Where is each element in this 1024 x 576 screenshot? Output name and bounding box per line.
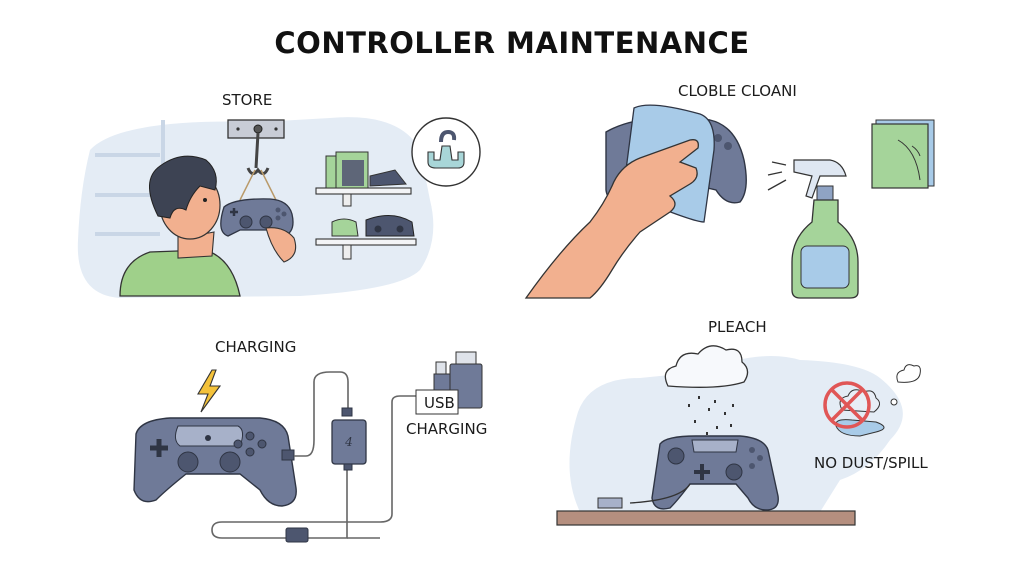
shelves [315,151,417,260]
label-charging: CHARGING [215,338,297,356]
label-store: STORE [222,91,273,109]
hook-icon [411,117,481,187]
label-usb-charging: CHARGING [406,420,488,438]
adapter-glyph: 4 [344,435,353,449]
page-title: CONTROLLER MAINTENANCE [274,26,750,60]
place-background-blob [569,356,903,512]
label-usb: USB [424,394,455,412]
resting-controller [597,435,779,511]
person [119,155,241,297]
spray-mist [767,161,787,191]
green-microfiber-cloth [871,119,935,189]
label-place: PLEACH [708,318,767,336]
wall-hook [227,119,285,201]
place-illustration [556,345,921,526]
usb-plug-icon [415,351,483,415]
wooden-shelf [556,510,856,526]
wiping-hand [524,139,699,299]
no-dust-spill-icon [823,364,921,437]
dust-cloud-icon [664,345,749,388]
charging-cable [211,371,418,539]
dust-particles [688,396,734,435]
charging-illustration: 4 [133,351,483,543]
clean-illustration [524,104,935,299]
held-controller [220,198,297,263]
spray-bottle [791,159,859,299]
label-no-dust-spill: NO DUST/SPILL [814,454,928,472]
lightning-bolt-icon [197,369,222,413]
store-illustration [77,117,481,298]
label-clean: CLOBLE CLOANI [678,82,797,100]
charging-controller [133,417,297,507]
power-adapter: 4 [331,407,367,471]
